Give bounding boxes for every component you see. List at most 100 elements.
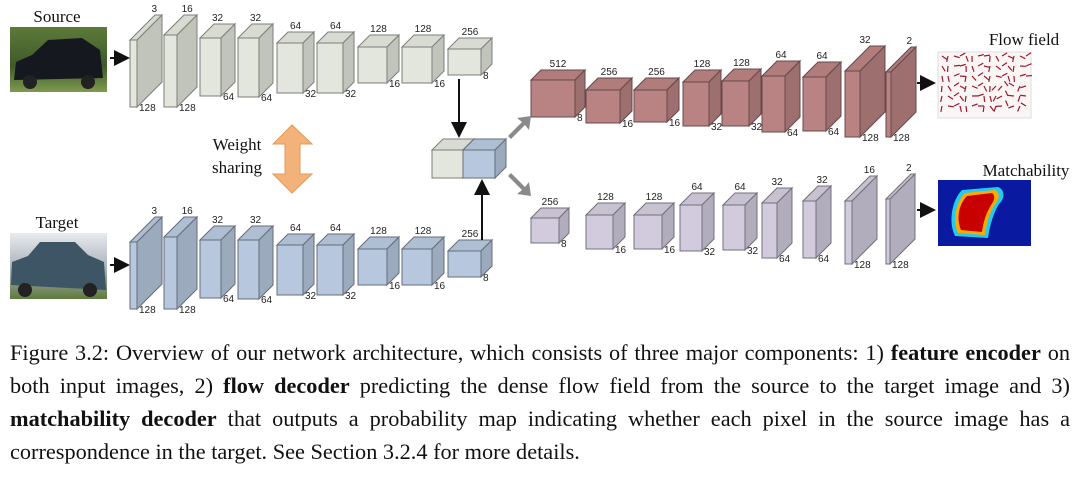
- size-label: 8: [561, 239, 567, 250]
- caption-bold-flow-decoder: flow decoder: [223, 373, 350, 398]
- size-label: 8: [483, 71, 489, 82]
- source-image: [10, 27, 107, 92]
- size-label: 32: [704, 247, 716, 258]
- flow-field-image: [937, 51, 1033, 119]
- caption-bold-feature-encoder: feature encoder: [890, 340, 1041, 365]
- channel-label: 64: [330, 21, 342, 32]
- channel-label: 128: [597, 192, 614, 203]
- size-label: 8: [483, 273, 489, 284]
- size-label: 64: [779, 254, 791, 265]
- matchability-image: [938, 180, 1031, 246]
- size-label: 16: [434, 281, 446, 292]
- weight-sharing-label-2: sharing: [212, 158, 263, 177]
- size-label: 64: [261, 295, 273, 306]
- channel-label: 16: [182, 4, 194, 15]
- flow-decoder-layer: 2 128: [884, 36, 918, 144]
- channel-label: 128: [415, 226, 432, 237]
- gray-arrow-to-matchability-icon: [508, 173, 531, 196]
- encoder-target-layer: 32 64: [236, 215, 275, 306]
- encoder-target-layer: 32 64: [198, 215, 237, 305]
- channel-label: 512: [550, 59, 567, 70]
- flow-decoder-layer: 64 64: [760, 50, 802, 139]
- caption-text: predicting the dense flow field from the…: [349, 373, 1070, 398]
- channel-label: 64: [290, 21, 302, 32]
- encoder-target-layer: 3 128: [128, 206, 164, 316]
- channel-label: 3: [152, 4, 158, 15]
- source-title: Source: [33, 7, 80, 26]
- channel-label: 16: [864, 165, 876, 176]
- size-label: 32: [305, 291, 317, 302]
- channel-label: 32: [250, 13, 262, 24]
- channel-label: 32: [212, 13, 224, 24]
- channel-label: 64: [816, 51, 828, 62]
- size-label: 128: [893, 133, 910, 144]
- size-label: 128: [179, 305, 196, 316]
- flow-decoder-layer: 32 128: [843, 35, 887, 144]
- channel-label: 64: [734, 182, 746, 193]
- size-label: 16: [434, 79, 446, 90]
- matchability-decoder-layer: 256 8: [529, 197, 571, 250]
- weight-sharing-arrow-icon: [271, 124, 314, 194]
- channel-label: 128: [646, 192, 663, 203]
- size-label: 16: [389, 79, 401, 90]
- channel-label: 256: [462, 229, 479, 240]
- size-label: 64: [223, 294, 235, 305]
- channel-label: 128: [370, 226, 387, 237]
- channel-label: 16: [182, 206, 194, 217]
- channel-label: 256: [542, 197, 559, 208]
- concat-target-block: [461, 137, 508, 180]
- encoder-source-layer: 128 16: [400, 24, 446, 90]
- channel-label: 32: [816, 175, 828, 186]
- target-image: [10, 233, 107, 299]
- size-label: 128: [139, 103, 156, 114]
- channel-label: 2: [907, 36, 913, 47]
- encoder-source-layer: 32 64: [198, 13, 237, 103]
- encoder-target-layer: 256 8: [446, 229, 494, 284]
- size-label: 128: [139, 305, 156, 316]
- channel-label: 128: [694, 59, 711, 70]
- encoder-target-layer: 128 16: [400, 226, 446, 292]
- channel-label: 3: [152, 206, 158, 217]
- channel-label: 32: [212, 215, 224, 226]
- channel-label: 64: [691, 182, 703, 193]
- caption-bold-matchability-decoder: matchability decoder: [10, 406, 217, 431]
- caption-text: Figure 3.2: Overview of our network arch…: [10, 340, 891, 365]
- size-label: 128: [862, 133, 879, 144]
- flow-decoder: 5128256162561612832128326464646432128212…: [529, 35, 918, 144]
- channel-label: 32: [859, 35, 871, 46]
- encoder-source-layer: 64 32: [275, 21, 317, 100]
- encoder-source-layer: 3 128: [128, 4, 164, 114]
- size-label: 32: [305, 89, 317, 100]
- channel-label: 256: [601, 67, 618, 78]
- channel-label: 32: [250, 215, 262, 226]
- channel-label: 64: [290, 223, 302, 234]
- size-label: 64: [787, 128, 799, 139]
- flow-field-title: Flow field: [989, 30, 1060, 49]
- size-label: 128: [892, 260, 909, 271]
- size-label: 16: [622, 119, 634, 130]
- matchability-title: Matchability: [983, 161, 1070, 180]
- caption-text: on both input images, 2): [10, 340, 1070, 398]
- size-label: 32: [345, 89, 357, 100]
- channel-label: 128: [415, 24, 432, 35]
- channel-label: 128: [370, 24, 387, 35]
- encoder-target-layer: 64 32: [275, 223, 317, 302]
- channel-label: 64: [775, 50, 787, 61]
- size-label: 64: [223, 92, 235, 103]
- channel-label: 64: [330, 223, 342, 234]
